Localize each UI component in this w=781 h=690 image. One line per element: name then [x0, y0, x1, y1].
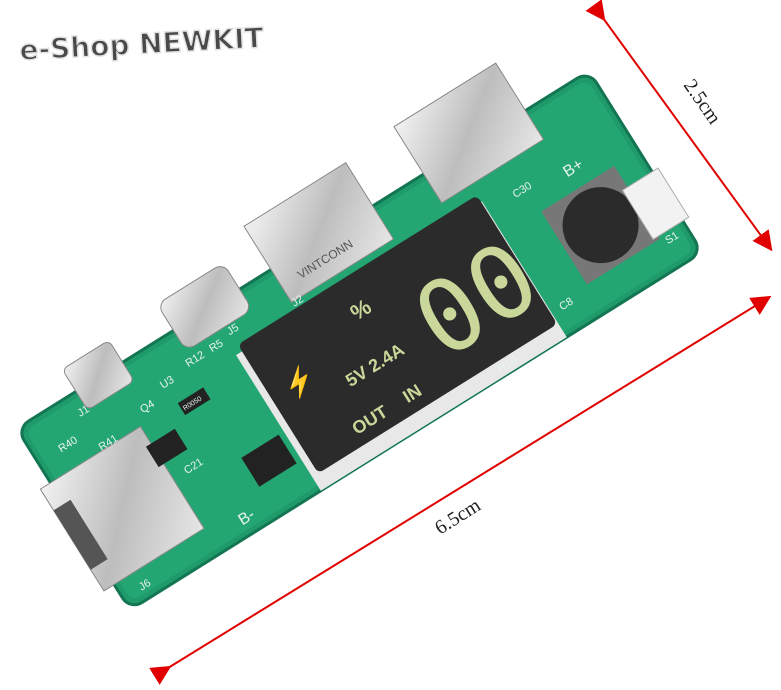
usb-a-port-j6: [39, 425, 205, 592]
usb-a-port-top: [393, 62, 545, 204]
ic-chip: [241, 434, 297, 487]
ic-chip-u3: [145, 428, 188, 468]
width-label: 2.5cm: [679, 75, 726, 128]
resistor-r0050: [177, 387, 211, 416]
label-b-minus: B-: [235, 506, 258, 529]
label-j5: J5: [225, 322, 241, 338]
pcb-board: VINTCONN R0050 00 % 5V 2.4A OUT IN ⚡ J1 …: [20, 62, 699, 607]
lcd-display: 00 % 5V 2.4A OUT IN ⚡: [236, 197, 567, 491]
length-dimension-line: [149, 295, 772, 685]
label-j6: J6: [137, 577, 153, 593]
micro-usb-port-j1: [63, 341, 133, 409]
label-j1: J1: [75, 403, 91, 419]
usb-c-port-j5: [160, 266, 250, 348]
watermark: e-Shop NEWKIT: [19, 21, 265, 67]
label-j2: J2: [290, 293, 306, 309]
battery-connector-s1: [621, 167, 690, 241]
width-dimension-line: [585, 0, 773, 252]
